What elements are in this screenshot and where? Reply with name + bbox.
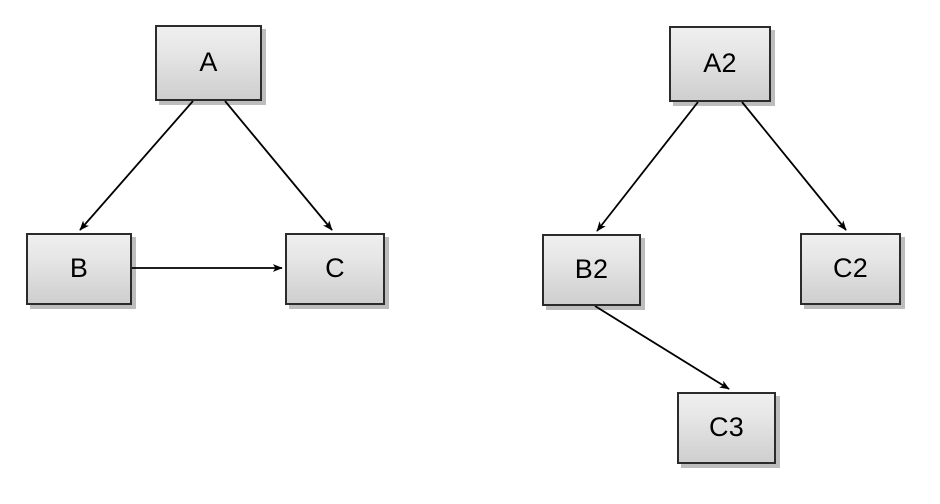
edge-a2-to-b2 [596,101,699,232]
node-label: A2 [703,47,737,78]
node-c2[interactable]: C2 [800,233,901,305]
node-label: B2 [574,253,609,284]
edge-group [79,100,847,390]
node-c3[interactable]: C3 [677,392,776,464]
node-c[interactable]: C [285,233,385,305]
node-label: C3 [709,411,744,442]
edge-b2-to-c3 [594,305,730,390]
edge-a-to-b [79,100,194,231]
edge-a-to-c [224,100,333,231]
node-label: C [325,252,345,283]
node-label: B [69,252,89,283]
node-b2[interactable]: B2 [542,234,641,306]
node-a2[interactable]: A2 [669,26,771,102]
node-b[interactable]: B [26,233,132,305]
node-label: A [199,46,218,77]
node-label: C2 [833,252,868,283]
node-a[interactable]: A [155,25,262,101]
edge-a2-to-c2 [741,101,847,231]
